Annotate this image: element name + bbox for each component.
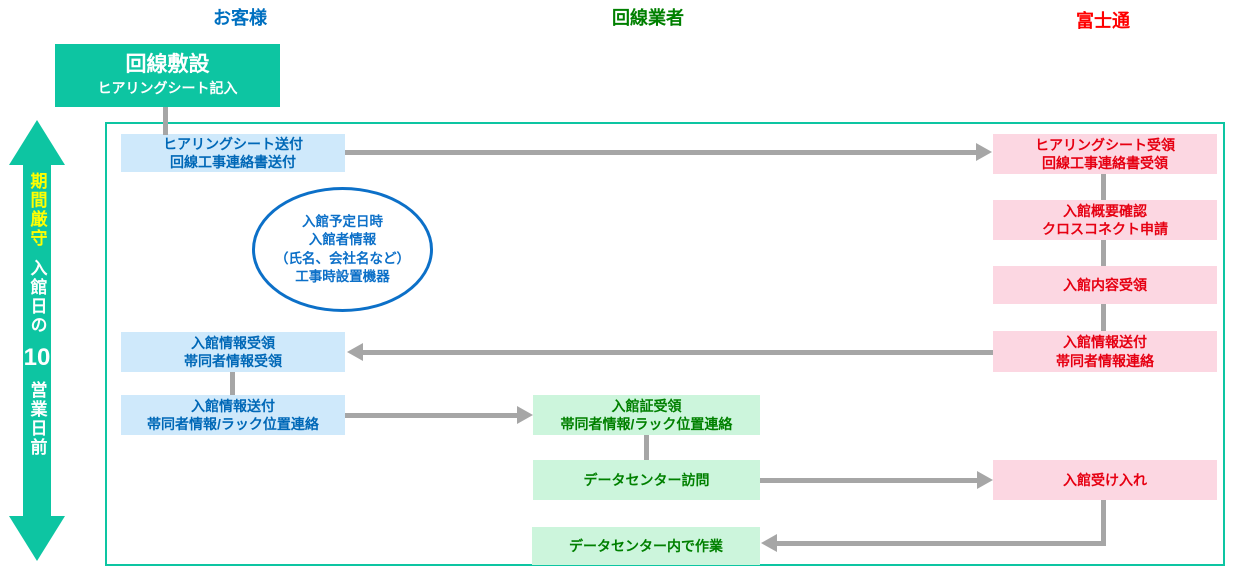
box-entry-info-send-fujitsu: 入館情報送付 帯同者情報連絡 xyxy=(993,331,1217,372)
connector-start-to-hearing-send xyxy=(163,107,168,135)
connector-accept-down xyxy=(1101,500,1106,546)
arrowhead-left-icon xyxy=(347,343,363,361)
deadline-arrowhead-down-icon xyxy=(9,516,65,561)
box-line: 回線工事連絡書送付 xyxy=(170,154,296,170)
box-line: ヒアリングシート受領 xyxy=(1035,136,1175,153)
box-entry-overview-confirm: 入館概要確認 クロスコネクト申請 xyxy=(993,200,1217,240)
box-line: 入館受け入れ xyxy=(1063,471,1147,488)
connector-pass-receive-to-visit xyxy=(644,435,649,460)
box-line: ヒアリングシート送付 xyxy=(163,135,303,152)
connector-info-send-to-info-receive xyxy=(362,350,993,355)
box-line: 入館情報送付 xyxy=(191,397,275,414)
box-line: 帯同者情報連絡 xyxy=(1056,352,1154,369)
box-hearing-sheet-receive: ヒアリングシート受領 回線工事連絡書受領 xyxy=(993,134,1217,174)
note-line: 工事時設置機器 xyxy=(295,268,390,284)
box-line: 入館証受領 xyxy=(611,397,682,414)
box-datacenter-work: データセンター内で作業 xyxy=(532,527,760,565)
box-line: 帯同者情報受領 xyxy=(184,353,282,369)
deadline-emphasis-text: 期間厳守 xyxy=(27,172,47,248)
box-line: クロスコネクト申請 xyxy=(1042,221,1168,237)
entry-info-note-circle: 入館予定日時 入館者情報 （氏名、会社名など） 工事時設置機器 xyxy=(252,187,433,312)
start-box-title: 回線敷設 xyxy=(125,53,210,77)
box-line: 入館情報受領 xyxy=(191,334,275,351)
arrowhead-right-icon xyxy=(517,406,533,424)
connector-overview-to-content xyxy=(1101,240,1106,266)
lane-header-customer: お客様 xyxy=(213,8,267,28)
deadline-arrow-text: 期間厳守 入館日の 10 営業日前 xyxy=(9,172,65,512)
box-entry-accept: 入館受け入れ xyxy=(993,460,1217,500)
start-box-subtitle: ヒアリングシート記入 xyxy=(97,79,238,96)
box-entry-content-receive: 入館内容受領 xyxy=(993,266,1217,304)
connector-content-to-info-send xyxy=(1101,304,1106,331)
box-entry-info-send-customer: 入館情報送付 帯同者情報/ラック位置連絡 xyxy=(121,395,345,435)
lane-header-carrier: 回線業者 xyxy=(612,8,684,28)
box-entry-pass-receive: 入館証受領 帯同者情報/ラック位置連絡 xyxy=(533,395,760,435)
deadline-number: 10 xyxy=(23,344,51,371)
deadline-text-line1: 入館日の xyxy=(27,259,47,335)
box-line: 入館内容受領 xyxy=(1063,276,1147,293)
box-line: 入館情報送付 xyxy=(1063,334,1147,351)
connector-info-send-to-pass-receive xyxy=(345,413,518,418)
box-line: 回線工事連絡書受領 xyxy=(1042,155,1168,171)
connector-receive-to-overview xyxy=(1101,174,1106,200)
box-line: データセンター内で作業 xyxy=(569,537,723,554)
deadline-arrow-shaft xyxy=(23,163,51,517)
box-line: 入館概要確認 xyxy=(1063,202,1147,219)
box-entry-info-receive: 入館情報受領 帯同者情報受領 xyxy=(121,332,345,372)
box-hearing-sheet-send: ヒアリングシート送付 回線工事連絡書送付 xyxy=(121,134,345,172)
box-line: 帯同者情報/ラック位置連絡 xyxy=(147,416,319,432)
box-line: データセンター訪問 xyxy=(583,471,710,488)
box-datacenter-visit: データセンター訪問 xyxy=(533,460,760,500)
note-line: 入館者情報 xyxy=(308,232,377,248)
lane-header-fujitsu: 富士通 xyxy=(1076,11,1130,31)
connector-accept-to-work xyxy=(777,541,1106,546)
connector-info-receive-to-info-send-customer xyxy=(230,372,235,395)
note-line: （氏名、会社名など） xyxy=(275,250,410,266)
arrowhead-right-icon xyxy=(976,143,992,161)
box-line: 帯同者情報/ラック位置連絡 xyxy=(560,416,733,432)
connector-hearing-send-to-receive xyxy=(345,150,978,155)
deadline-text-line2: 営業日前 xyxy=(27,381,47,457)
arrowhead-right-icon xyxy=(977,471,993,489)
deadline-arrowhead-up-icon xyxy=(9,120,65,165)
start-box-line-installation: 回線敷設 ヒアリングシート記入 xyxy=(55,44,280,107)
note-line: 入館予定日時 xyxy=(302,214,383,230)
arrowhead-left-icon xyxy=(761,534,777,552)
connector-visit-to-accept xyxy=(760,478,978,483)
